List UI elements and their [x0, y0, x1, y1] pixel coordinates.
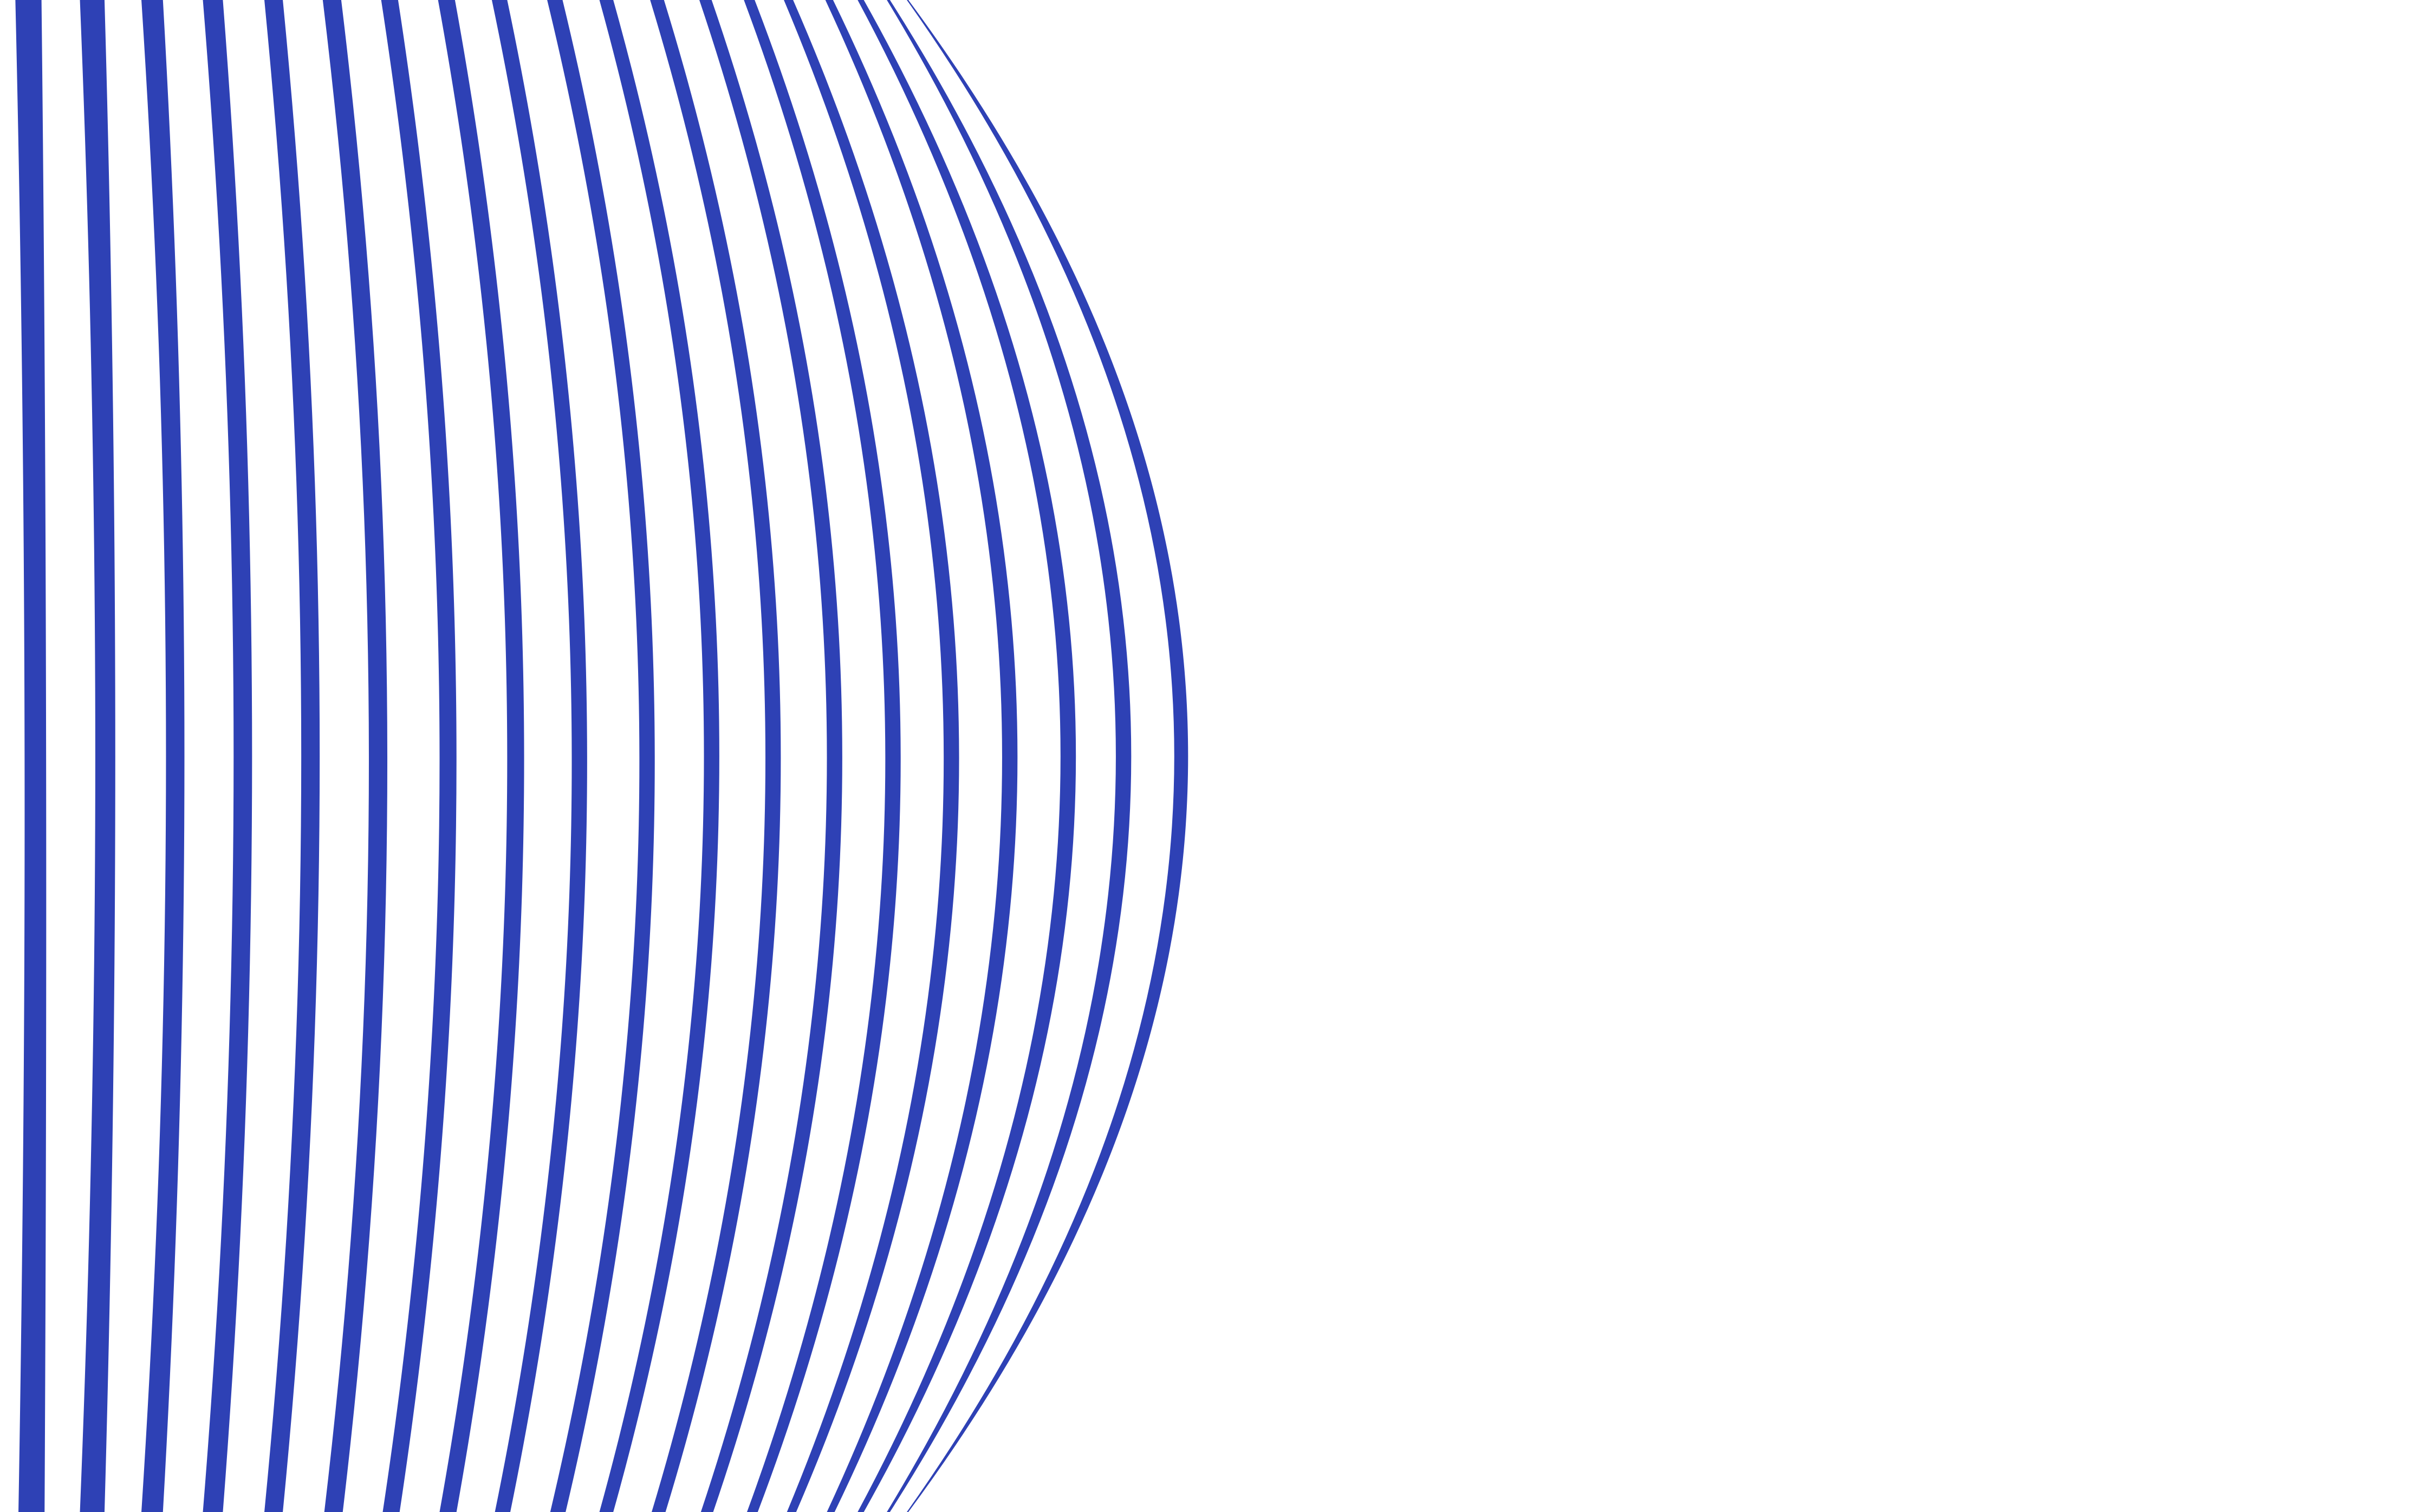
- stripe: [547, 0, 655, 1512]
- stripe: [322, 0, 388, 1512]
- stripe: [907, 0, 1188, 1512]
- stripe: [858, 0, 1076, 1512]
- stripe-group: [15, 0, 1188, 1512]
- stripe: [599, 0, 719, 1512]
- stripe: [438, 0, 524, 1512]
- stripe: [141, 0, 185, 1512]
- stripe: [15, 0, 47, 1512]
- stripe: [264, 0, 320, 1512]
- stripe: [744, 0, 901, 1512]
- stripe: [80, 0, 115, 1512]
- stripe: [825, 0, 1018, 1512]
- stripe: [650, 0, 781, 1512]
- stripe: [784, 0, 959, 1512]
- stripe: [699, 0, 842, 1512]
- stripe: [491, 0, 587, 1512]
- stripe: [203, 0, 252, 1512]
- stripe: [381, 0, 457, 1512]
- stripe: [887, 0, 1132, 1512]
